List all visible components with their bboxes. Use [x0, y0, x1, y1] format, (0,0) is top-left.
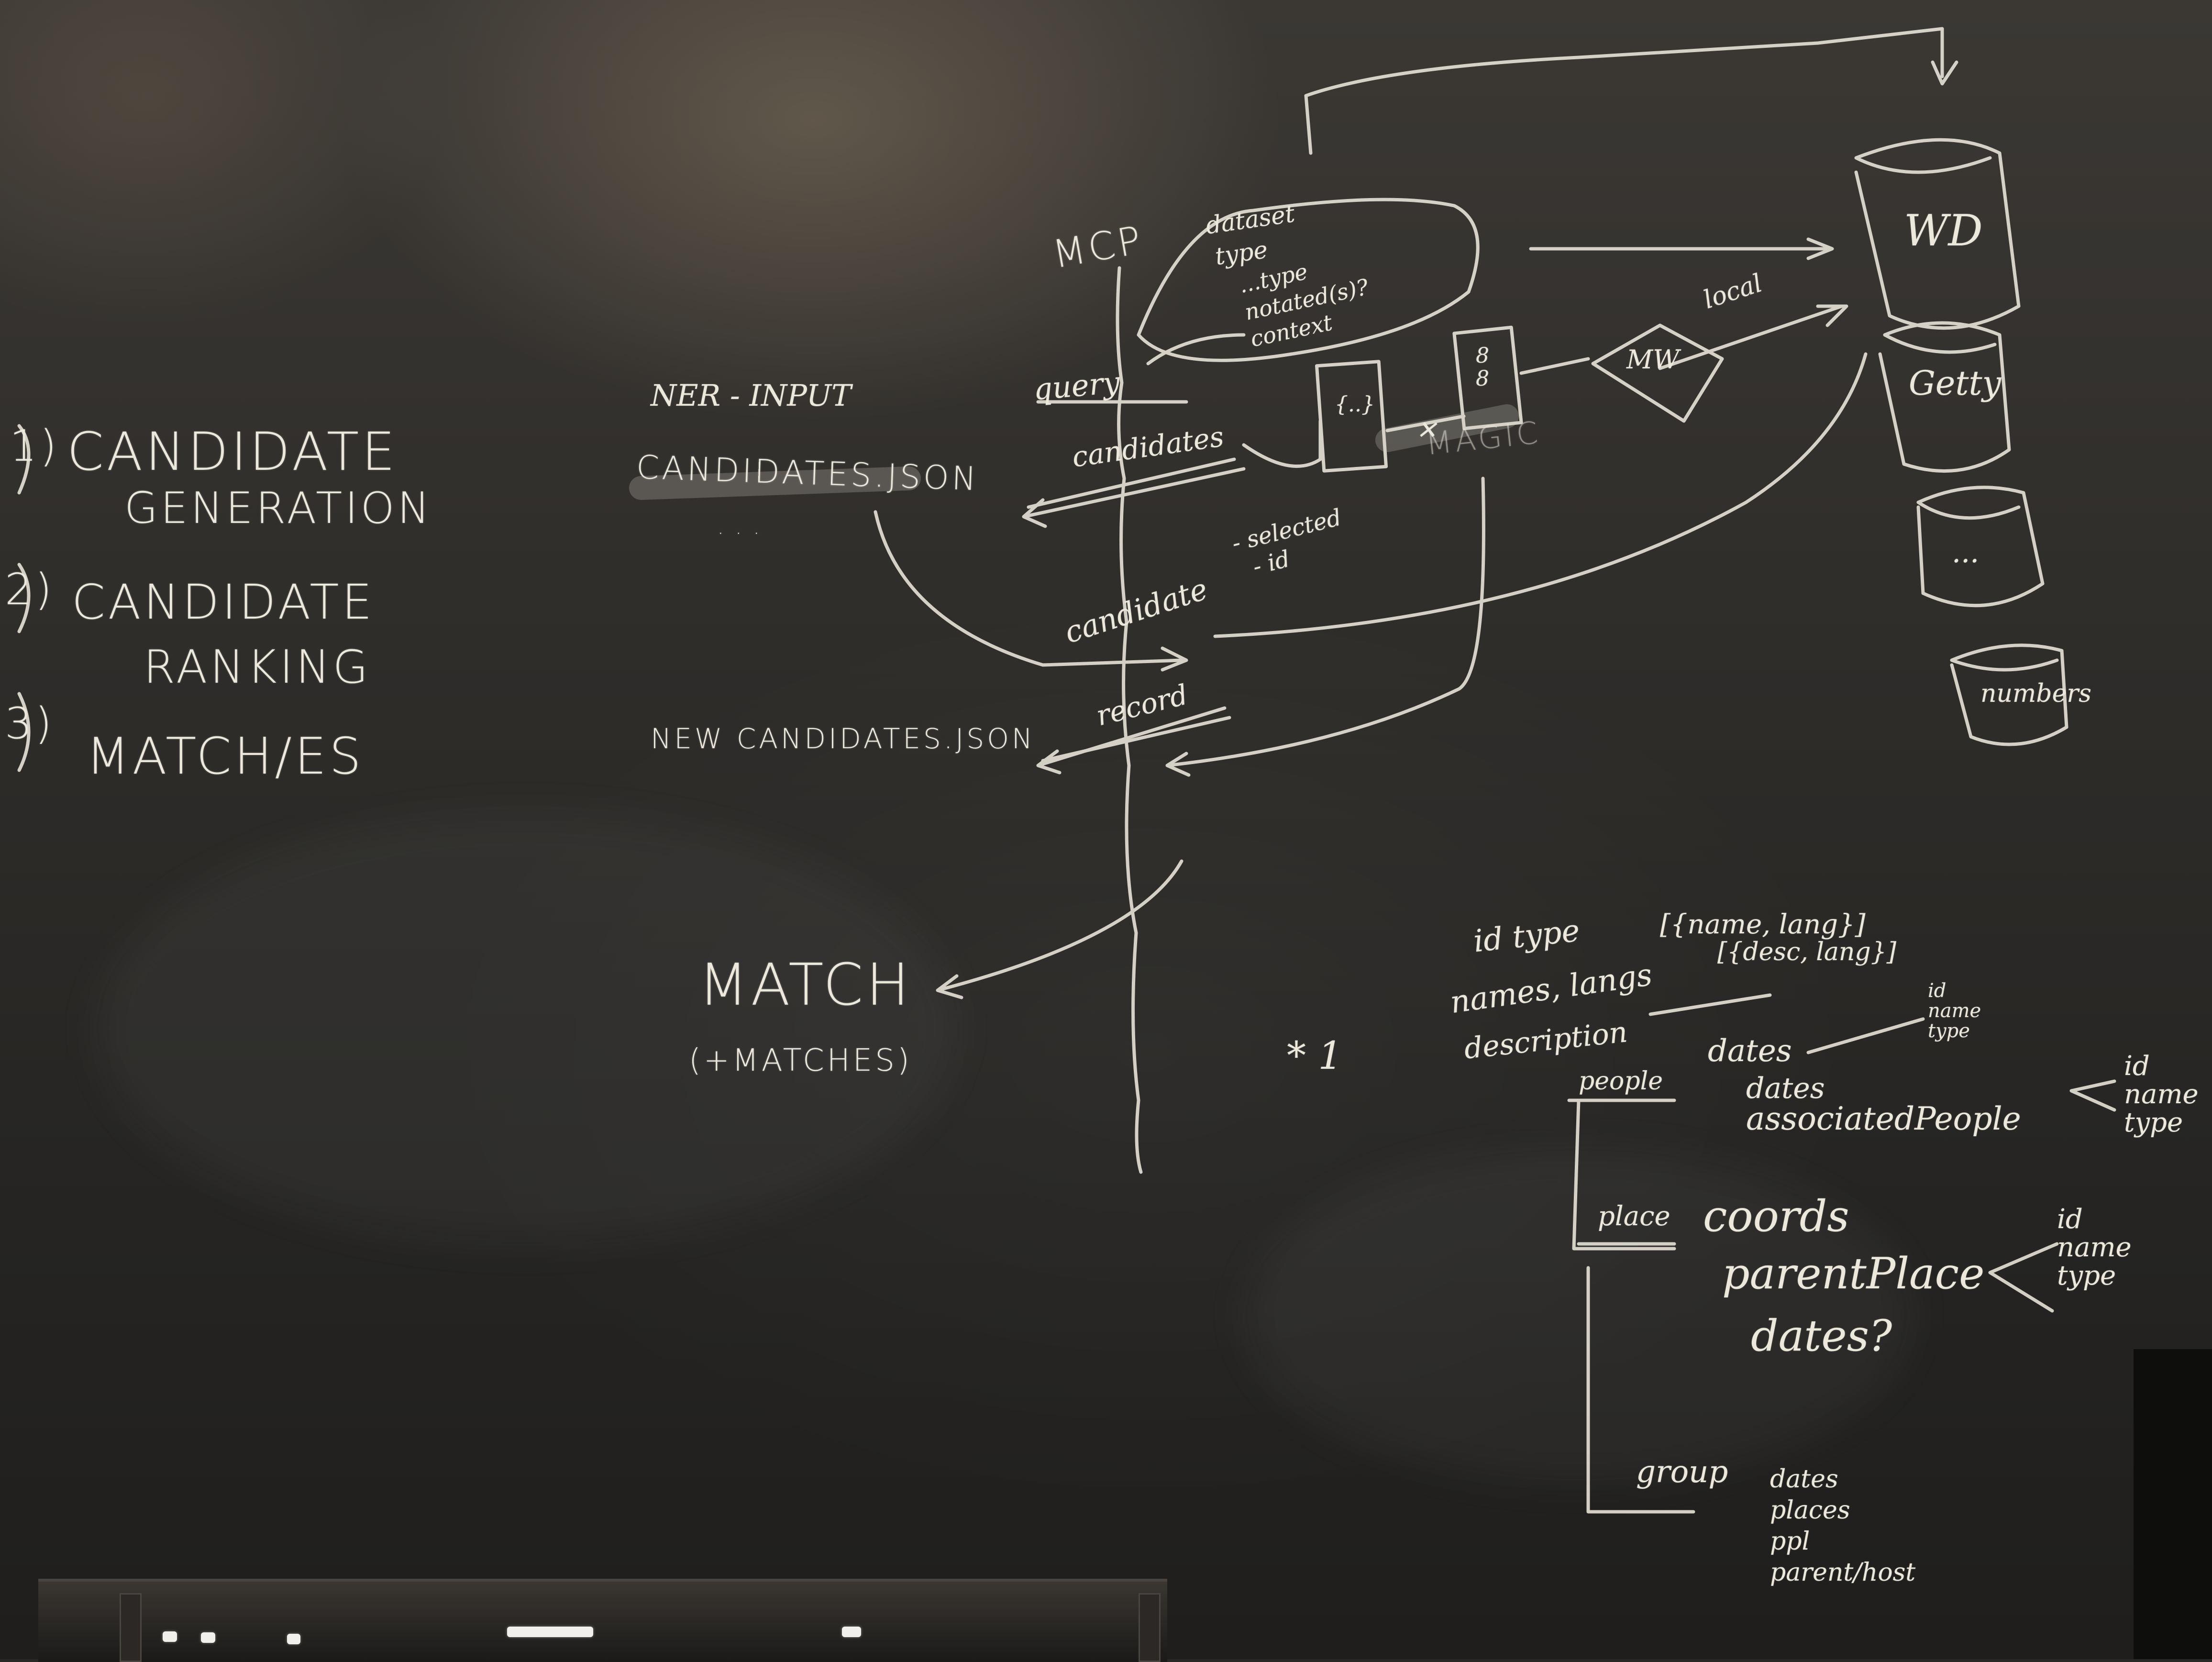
list-number-1: 1)	[10, 421, 60, 471]
list-number-3: 3)	[5, 698, 55, 749]
schema-names-struct: [{name, lang}]	[1660, 909, 1866, 940]
magic-smudge	[629, 404, 1519, 500]
list-item-3-line1: MATCH/ES	[86, 727, 364, 786]
list-number-2: 2)	[5, 565, 55, 615]
schema-group-items: dates places ppl parent/host	[1770, 1465, 1916, 1587]
schema-dates-q: dates?	[1751, 1311, 1892, 1361]
local-line	[1658, 304, 1848, 370]
db-dots-label: ...	[1952, 536, 1980, 569]
matches-label: (+MATCHES)	[689, 1043, 912, 1078]
getty-db-shape	[1878, 321, 2011, 473]
list-bracket-2	[17, 563, 31, 633]
people-bracket	[2069, 1079, 2116, 1112]
eraser-smudge	[96, 813, 957, 1244]
schema-desc-struct: [{desc, lang}]	[1717, 938, 1897, 966]
list-item-2-line1: CANDIDATE	[72, 574, 375, 630]
chalk-tray-end	[1139, 1593, 1161, 1662]
schema-star: * 1	[1287, 1033, 1343, 1078]
param-bubble	[1137, 198, 1480, 362]
candidates-to-candidate-curve	[874, 510, 1183, 667]
chalk-piece[interactable]	[842, 1627, 861, 1637]
eraser-smudge	[1244, 1148, 1913, 1483]
match-arrow	[936, 859, 1183, 999]
dots-db-shape	[1916, 486, 2045, 608]
schema-vertical	[1572, 1098, 1676, 1251]
schema-group-label: group	[1636, 1454, 1728, 1490]
chalk-tray	[38, 1579, 1167, 1662]
new-candidates-file-label: NEW CANDIDATES.JSON	[651, 722, 1036, 755]
db-numbers-label: numbers	[1980, 679, 2091, 708]
schema-associated-people: associatedPeople	[1746, 1100, 2021, 1137]
schema-place-label: place	[1598, 1201, 1670, 1232]
numbers-db-shape	[1950, 643, 2068, 746]
db-wd-label: WD	[1904, 206, 1983, 256]
schema-people-dates2: dates	[1746, 1072, 1825, 1105]
magic-to-record-curve	[1165, 476, 1485, 777]
schema-id-name-type-right: id name type	[2124, 1051, 2199, 1138]
schema-vertical-2	[1586, 1266, 1695, 1514]
schema-coords: coords	[1703, 1191, 1849, 1241]
chalk-piece[interactable]	[507, 1627, 593, 1637]
chalk-piece[interactable]	[201, 1632, 215, 1643]
magic-box-b-label: 8 8	[1476, 343, 1489, 391]
magic-box-a	[1315, 360, 1388, 473]
chalk-piece[interactable]	[163, 1631, 177, 1642]
list-item-2-line2: RANKING	[144, 641, 371, 694]
list-bracket-3	[17, 692, 31, 772]
assoc-connector	[1806, 1017, 1925, 1054]
chalk-tray-end	[120, 1593, 142, 1662]
schema-parent-place: parentPlace	[1722, 1249, 1985, 1299]
mw-diamond	[1591, 323, 1724, 423]
mw-label: MW	[1626, 344, 1680, 375]
line-to-wd	[1529, 237, 1834, 260]
candidates-arrow-line2	[1027, 457, 1236, 509]
place-bracket	[1988, 1242, 2059, 1313]
top-loop-to-wd	[1304, 27, 1958, 155]
schema-id-name-type-small: id name type	[1928, 980, 1981, 1042]
desc-connector	[1648, 993, 1772, 1016]
db-getty-label: Getty	[1909, 364, 2002, 403]
schema-place-id-name-type: id name type	[2057, 1204, 2132, 1291]
ner-input-label: NER - INPUT	[651, 378, 852, 413]
candidates-arrow	[1022, 467, 1246, 528]
list-item-1-line2: GENERATION	[124, 483, 432, 533]
x-mark: ✕	[1416, 416, 1437, 445]
magic-box-b	[1452, 325, 1523, 431]
schema-people-label: people	[1579, 1067, 1663, 1096]
schema-people-dates: dates	[1708, 1033, 1792, 1069]
list-item-1-line1: CANDIDATE	[67, 421, 398, 482]
wd-db-shape	[1854, 138, 2021, 330]
candidate-to-db-curve	[1213, 352, 1868, 638]
ellipsis-label: . . .	[718, 517, 763, 539]
dark-corner-panel	[2134, 1349, 2212, 1659]
match-label: MATCH	[698, 952, 912, 1019]
magic-box-a-label: {..}	[1335, 392, 1375, 417]
list-bracket-1	[17, 424, 31, 495]
chalk-piece[interactable]	[287, 1634, 300, 1644]
